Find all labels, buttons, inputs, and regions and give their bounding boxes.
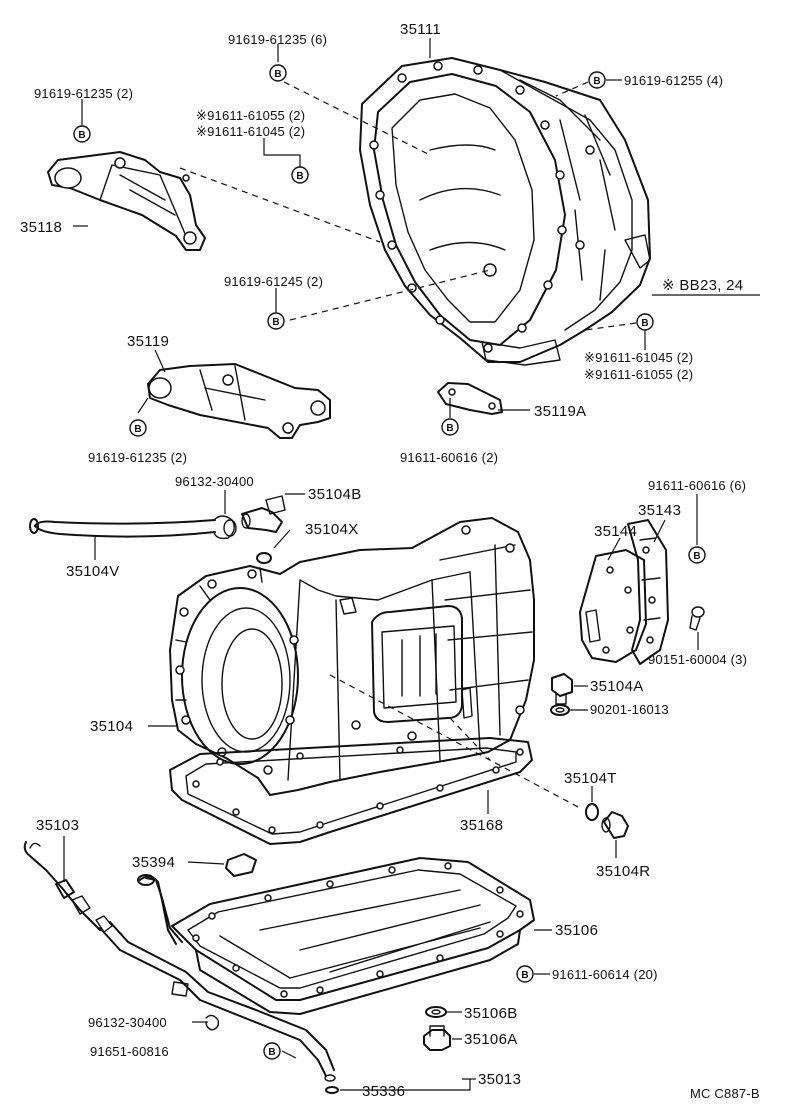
union-35104b-drawing xyxy=(241,495,286,533)
label-bolt-star-b: ※91611-61045 (2) xyxy=(196,124,305,139)
housing-bolt-holes xyxy=(369,61,595,353)
label-bolt-60816: 91651-60816 xyxy=(90,1044,169,1059)
drain-gasket-35106b-drawing xyxy=(425,1006,447,1018)
label-converter-housing: 35111 xyxy=(400,21,441,38)
label-case-35104: 35104 xyxy=(90,718,133,735)
label-clip-30400-bottom: 96132-30400 xyxy=(88,1015,167,1030)
gasket-holes xyxy=(192,746,524,834)
label-tube-35013: 35013 xyxy=(478,1071,521,1088)
svg-text:B: B xyxy=(693,551,700,562)
svg-text:B: B xyxy=(296,171,303,182)
bolt-marker-icon: B xyxy=(291,166,309,184)
bolt-marker-icon: B xyxy=(263,1042,281,1060)
label-bolt-star-d: ※91611-61055 (2) xyxy=(584,367,693,382)
label-plate-35143: 35143 xyxy=(638,502,681,519)
svg-text:B: B xyxy=(641,318,648,329)
label-plate-35144: 35144 xyxy=(594,523,637,540)
bracket-35118-drawing xyxy=(47,151,206,251)
bracket-35119-drawing xyxy=(147,363,331,439)
bolt-marker-icon: B xyxy=(269,64,287,82)
pan-bolt-holes xyxy=(192,862,524,998)
bolt-35104a-drawing xyxy=(551,673,573,705)
label-bracket-35119: 35119 xyxy=(127,333,169,350)
converter-housing-drawing xyxy=(359,57,651,366)
label-oil-pan-35106: 35106 xyxy=(555,922,598,939)
dipstick-35103-drawing xyxy=(23,841,113,933)
filler-tube-35013-drawing xyxy=(99,874,336,1082)
label-bolts-61245: 91619-61245 (2) xyxy=(224,274,323,289)
label-union-35104b: 35104B xyxy=(308,486,362,503)
plug-35104r-drawing xyxy=(601,811,629,839)
oring-35336-drawing xyxy=(325,1086,339,1094)
bolt-marker-icon: B xyxy=(688,546,706,564)
assembly-dashed-lines xyxy=(179,81,637,809)
label-magnet-35394: 35394 xyxy=(132,854,175,871)
magnet-35394-drawing xyxy=(225,853,257,877)
bolt-marker-icon: B xyxy=(588,71,606,89)
label-bolts-60616-2: 91611-60616 (2) xyxy=(400,450,498,465)
label-oring-35104t: 35104T xyxy=(564,770,617,787)
label-pan-bolts-60614: 91611-60614 (20) xyxy=(552,967,658,982)
gasket-35168-drawing xyxy=(169,737,533,845)
screw-90151-drawing xyxy=(689,606,705,631)
plate-35119a-drawing xyxy=(437,382,503,415)
label-bolt-star-c: ※91611-61045 (2) xyxy=(584,350,693,365)
svg-text:B: B xyxy=(521,970,528,981)
label-housing-bolts-4: 91619-61255 (4) xyxy=(624,73,723,88)
label-diagram-code: MC C887-B xyxy=(690,1086,760,1101)
svg-text:B: B xyxy=(274,69,281,80)
label-drain-plug-35106a: 35106A xyxy=(464,1031,518,1048)
bolt-marker-icon: B xyxy=(129,419,147,437)
case-bolt-holes xyxy=(175,525,525,775)
svg-text:B: B xyxy=(446,423,453,434)
oil-pan-35106-drawing xyxy=(171,857,535,1015)
label-bolt-star-a: ※91611-61055 (2) xyxy=(196,108,305,123)
label-note-bb: ※ BB23, 24 xyxy=(662,277,743,294)
label-bolt-35104a: 35104A xyxy=(590,678,644,695)
label-housing-bolts-6: 91619-61235 (6) xyxy=(228,32,327,47)
svg-text:B: B xyxy=(268,1047,275,1058)
label-gasket-35168: 35168 xyxy=(460,817,503,834)
label-oring-35336: 35336 xyxy=(362,1083,405,1100)
label-oring-35104x: 35104X xyxy=(305,521,359,538)
label-bracket-bolts-top: 91619-61235 (2) xyxy=(34,86,133,101)
label-hose-35104v: 35104V xyxy=(66,563,120,580)
plate-35144-drawing xyxy=(579,549,647,663)
transmission-case-drawing xyxy=(169,517,535,796)
label-bracket-bolts-bottom: 91619-61235 (2) xyxy=(88,450,187,465)
clip-96132-bottom-drawing xyxy=(205,1014,220,1031)
bolt-marker-icon: B xyxy=(636,313,654,331)
label-plug-35104r: 35104R xyxy=(596,863,650,880)
bolt-marker-icon: B xyxy=(441,418,459,436)
svg-text:B: B xyxy=(272,317,279,328)
svg-text:B: B xyxy=(78,130,85,141)
drain-plug-35106a-drawing xyxy=(423,1025,451,1051)
part-labels: 91619-61235 (6) 35111 91619-61255 (4) 91… xyxy=(20,21,760,1101)
svg-text:B: B xyxy=(593,76,600,87)
clip-96132-top-drawing xyxy=(213,515,237,540)
oring-35104x-drawing xyxy=(256,552,272,564)
plate-35143-drawing xyxy=(627,519,669,665)
label-plate-35119a: 35119A xyxy=(534,403,586,420)
bolt-marker-icon: B xyxy=(73,125,91,143)
label-bolts-60616-6: 91611-60616 (6) xyxy=(648,478,746,493)
hose-35104v-drawing xyxy=(29,518,216,538)
label-washer-16013: 90201-16013 xyxy=(590,702,669,717)
label-bracket-35118: 35118 xyxy=(20,219,62,236)
oring-35104t-drawing xyxy=(585,803,599,821)
bolt-marker-icon: B xyxy=(516,965,534,983)
label-clip-30400-top: 96132-30400 xyxy=(175,474,254,489)
leader-lines xyxy=(63,38,760,1091)
label-dipstick-35103: 35103 xyxy=(36,817,79,834)
label-drain-gasket-35106b: 35106B xyxy=(464,1005,518,1022)
svg-text:B: B xyxy=(134,424,141,435)
label-screw-60004: 90151-60004 (3) xyxy=(648,652,747,667)
bolt-marker-icon: B xyxy=(267,312,285,330)
washer-90201-drawing xyxy=(550,704,570,716)
